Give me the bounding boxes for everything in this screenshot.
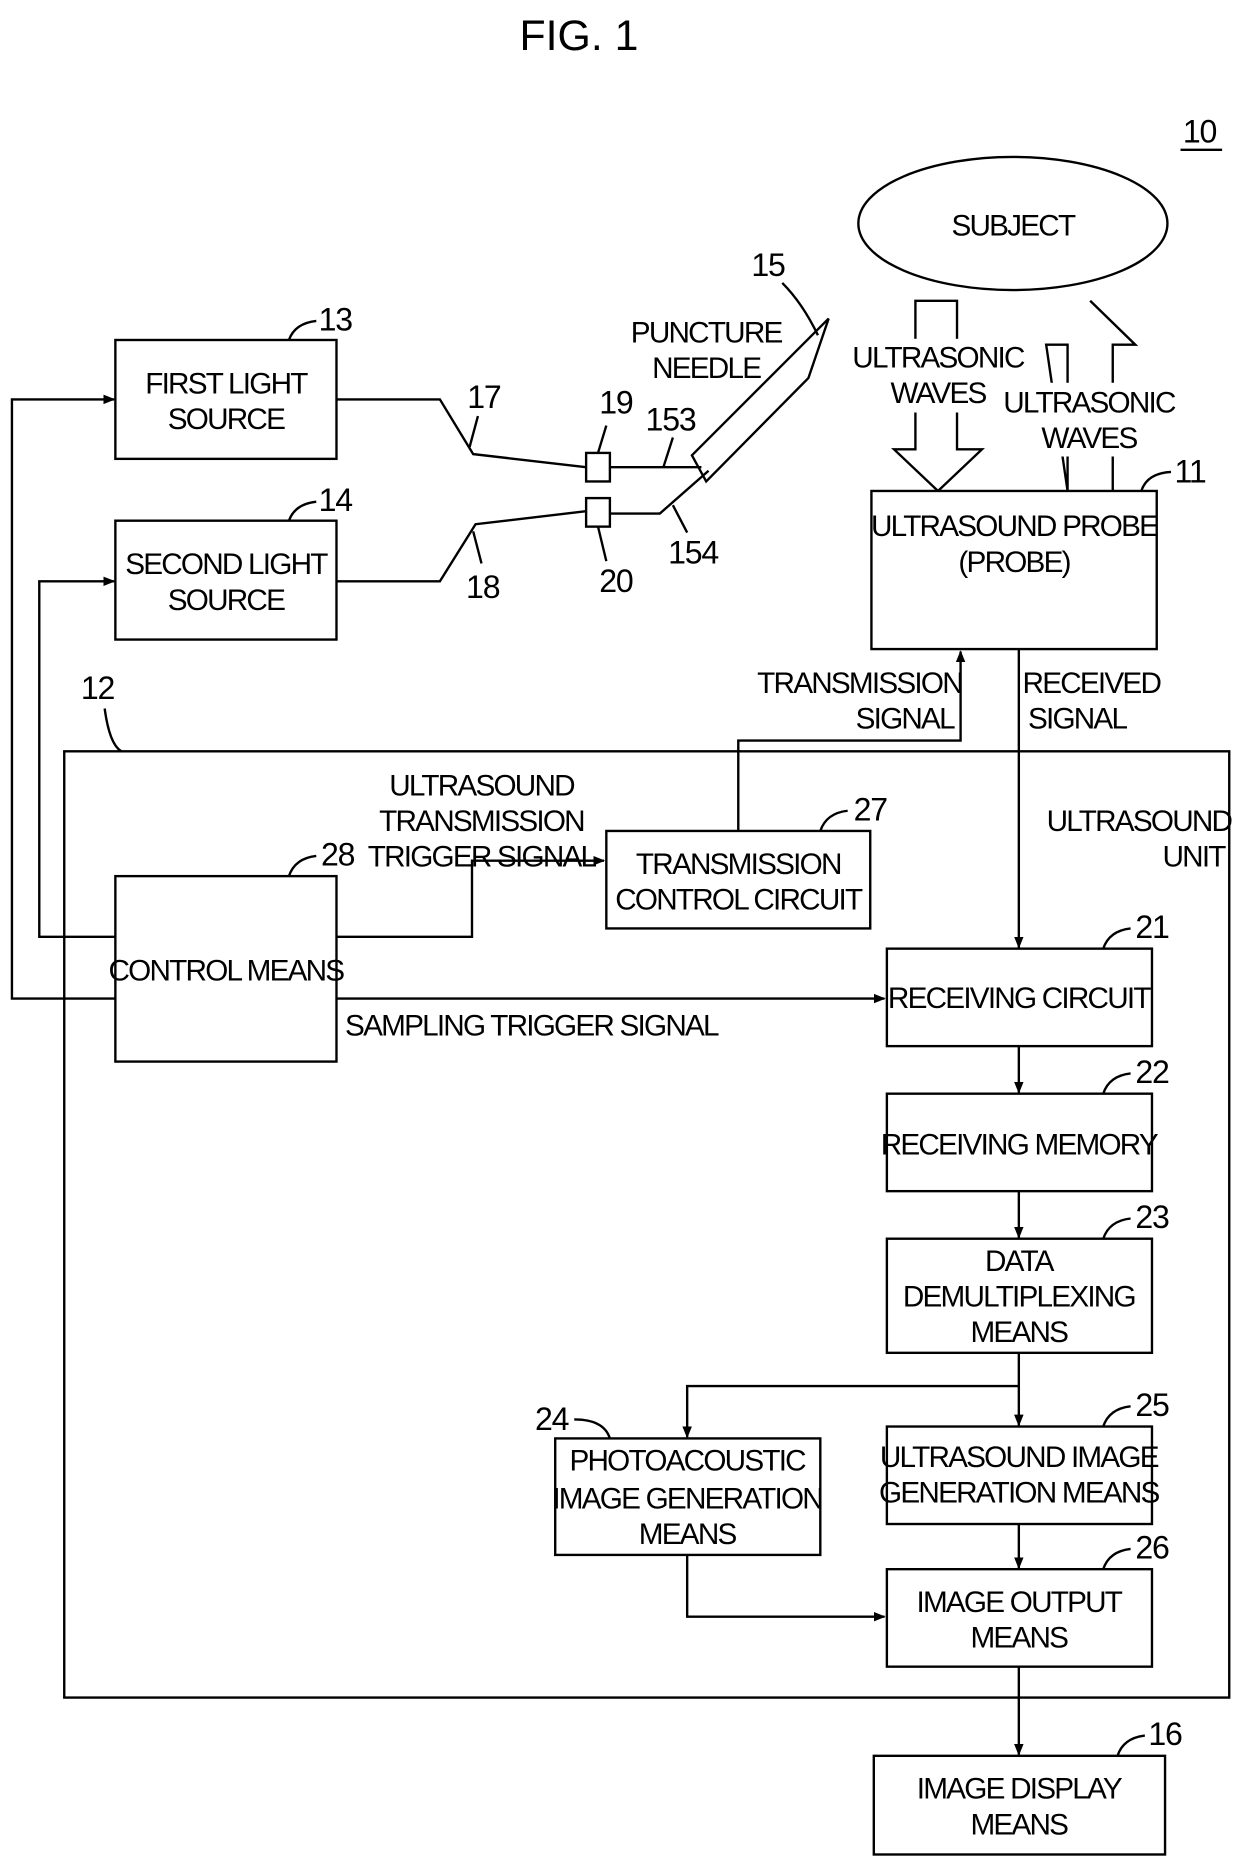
received-signal-label-2: SIGNAL: [1028, 703, 1128, 736]
us-image-ref: 25: [1135, 1387, 1169, 1423]
demux-label-3: MEANS: [970, 1316, 1068, 1349]
tx-control-label-1: TRANSMISSION: [636, 848, 841, 881]
optical-fiber-17: [336, 399, 586, 467]
second-light-ref: 14: [319, 482, 353, 518]
first-light-ref: 13: [319, 301, 353, 337]
first-light-label-1: FIRST LIGHT: [145, 367, 308, 400]
fiber-18-ref: 18: [466, 569, 500, 605]
photoacoustic-label-3: MEANS: [639, 1518, 737, 1551]
image-output-ref: 26: [1135, 1529, 1169, 1565]
needle-fiber-154-ref: 154: [668, 534, 718, 570]
control-means-label: CONTROL MEANS: [109, 955, 345, 988]
demux-label-1: DATA: [985, 1245, 1055, 1278]
unit-label-1: ULTRASOUND: [1047, 805, 1233, 838]
photoacoustic-label-1: PHOTOACOUSTIC: [569, 1445, 806, 1478]
tx-control-ref: 27: [854, 791, 888, 827]
up-wave-label-2: WAVES: [1041, 422, 1137, 455]
tx-control-label-2: CONTROL CIRCUIT: [615, 883, 863, 916]
second-light-label-2: SOURCE: [168, 584, 285, 617]
control-to-second-light: [39, 581, 115, 936]
control-means-ref: 28: [321, 836, 355, 872]
probe-label-2: (PROBE): [958, 546, 1070, 579]
unit-label-2: UNIT: [1162, 841, 1226, 874]
receiving-memory-ref: 22: [1135, 1054, 1169, 1090]
optical-fiber-18: [336, 511, 586, 581]
unit-ref: 12: [81, 670, 115, 706]
needle-label-2: NEEDLE: [652, 352, 761, 385]
us-image-label-2: GENERATION MEANS: [879, 1477, 1160, 1510]
needle-ref: 15: [751, 247, 785, 283]
connector-19-ref: 19: [599, 385, 633, 421]
system-ref: 10: [1183, 114, 1217, 150]
image-display-label-1: IMAGE DISPLAY: [917, 1773, 1123, 1806]
connector-19: [586, 453, 610, 482]
up-wave-label-1: ULTRASONIC: [1003, 387, 1176, 420]
figure-title: FIG. 1: [520, 12, 639, 60]
connector-20: [586, 498, 610, 527]
photoacoustic-ref: 24: [535, 1401, 569, 1437]
image-output-label-2: MEANS: [970, 1622, 1068, 1655]
first-light-label-2: SOURCE: [168, 403, 285, 436]
transmission-signal-label-1: TRANSMISSION: [757, 667, 962, 700]
fiber-17-ref: 17: [467, 379, 501, 415]
trigger-label-2: TRANSMISSION: [379, 805, 584, 838]
down-wave-label-1: ULTRASONIC: [852, 341, 1025, 374]
second-light-label-1: SECOND LIGHT: [125, 548, 328, 581]
receiving-circuit-ref: 21: [1135, 909, 1169, 945]
needle-label-1: PUNCTURE: [631, 316, 783, 349]
trigger-label-1: ULTRASOUND: [389, 769, 575, 802]
receiving-memory-label: RECEIVING MEMORY: [881, 1128, 1159, 1161]
trigger-label-3: TRIGGER SIGNAL: [368, 841, 597, 874]
connector-20-ref: 20: [599, 563, 633, 599]
down-wave-label-2: WAVES: [890, 377, 986, 410]
demux-ref: 23: [1135, 1199, 1169, 1235]
probe-label-1: ULTRASOUND PROBE: [871, 510, 1158, 543]
image-display-label-2: MEANS: [970, 1808, 1068, 1841]
demux-label-2: DEMULTIPLEXING: [903, 1280, 1135, 1313]
transmission-signal-label-2: SIGNAL: [856, 703, 956, 736]
needle-fiber-153-ref: 153: [646, 401, 696, 437]
probe-ref: 11: [1175, 454, 1206, 490]
sampling-label: SAMPLING TRIGGER SIGNAL: [345, 1009, 719, 1042]
subject-label: SUBJECT: [951, 209, 1075, 242]
image-display-ref: 16: [1148, 1716, 1182, 1752]
us-image-label-1: ULTRASOUND IMAGE: [880, 1441, 1159, 1474]
photoacoustic-label-2: IMAGE GENERATION: [552, 1483, 822, 1516]
received-signal-label-1: RECEIVED: [1023, 667, 1162, 700]
receiving-circuit-label: RECEIVING CIRCUIT: [888, 982, 1151, 1015]
image-output-label-1: IMAGE OUTPUT: [916, 1586, 1122, 1619]
